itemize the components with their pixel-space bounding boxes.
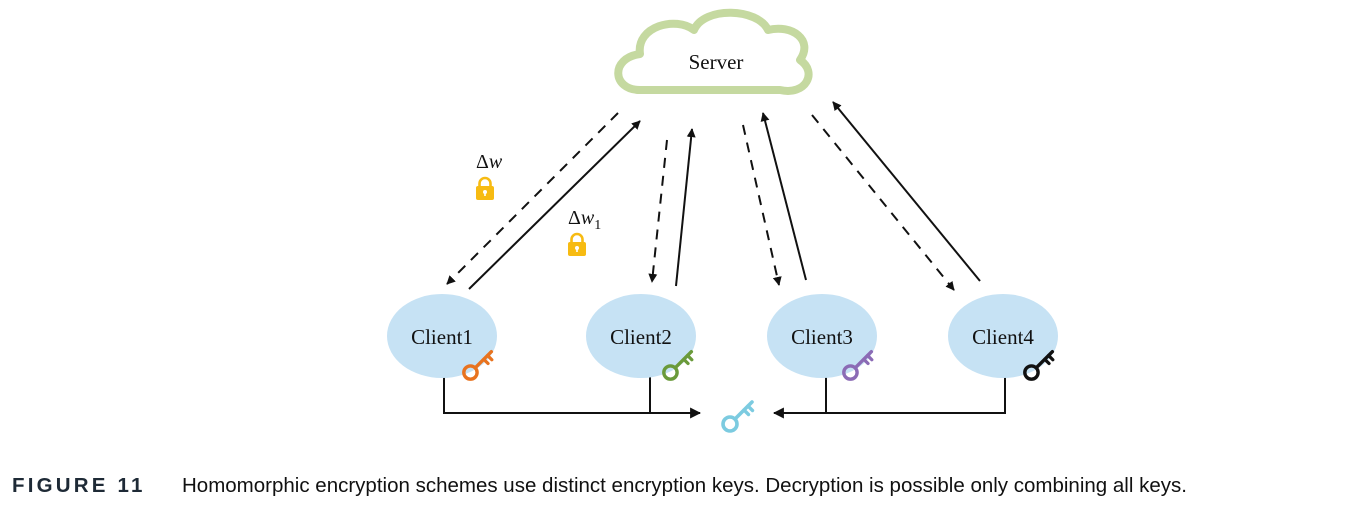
client-label: Client4 (972, 325, 1034, 349)
lock-icon (568, 232, 586, 256)
delta-var: w (489, 151, 503, 173)
server-node: Server (614, 8, 813, 95)
arrows-upload-download (446, 101, 981, 291)
key-combination-connectors (443, 376, 1006, 419)
download-arrow-client1 (446, 112, 619, 285)
connector-left (443, 376, 702, 419)
figure-label: FIGURE 11 (12, 474, 146, 497)
upload-arrow-client1 (468, 120, 641, 290)
client-node-3: Client3 (767, 294, 877, 381)
client-label: Client3 (791, 325, 853, 349)
annotation-delta-w1: Δw1 (568, 207, 601, 256)
delta-var: w (581, 207, 595, 229)
client-node-1: Client1 (387, 294, 497, 381)
svg-text:Δw1: Δw1 (568, 207, 601, 233)
annotation-delta-w: Δw (476, 151, 503, 200)
caption-text: Homomorphic encryption schemes use disti… (182, 474, 1187, 497)
client-label: Client1 (411, 325, 473, 349)
client-node-4: Client4 (948, 294, 1058, 381)
cloud-icon (614, 8, 813, 95)
client-node-2: Client2 (586, 294, 696, 381)
delta-subscript: 1 (594, 218, 601, 233)
upload-arrow-client4 (832, 101, 981, 282)
upload-arrow-client2 (675, 128, 696, 287)
figure-caption: FIGURE 11 Homomorphic encryption schemes … (12, 474, 1362, 506)
download-arrow-client3 (742, 124, 782, 286)
connector-right (772, 377, 1006, 419)
download-arrow-client2 (648, 139, 668, 283)
svg-text:Δw: Δw (476, 151, 503, 173)
combined-key-icon (721, 400, 755, 433)
server-label: Server (689, 50, 744, 74)
lock-icon (476, 176, 494, 200)
delta-symbol: Δ (476, 151, 489, 173)
download-arrow-client4 (811, 114, 955, 291)
delta-symbol: Δ (568, 207, 581, 229)
upload-arrow-client3 (760, 112, 807, 281)
client-label: Client2 (610, 325, 672, 349)
